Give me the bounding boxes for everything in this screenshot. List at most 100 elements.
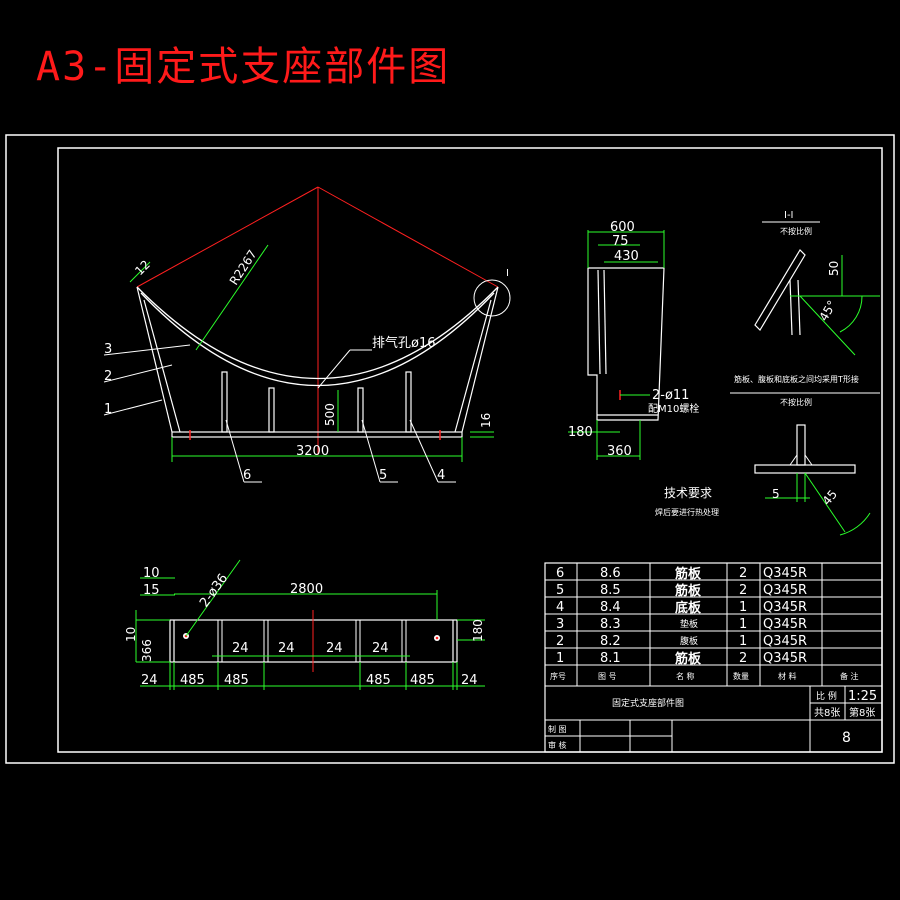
svg-text:筋板: 筋板 [674,583,702,599]
svg-text:1: 1 [739,634,747,649]
scale-value: 1:25 [848,689,877,704]
callout-5: 5 [379,468,387,483]
detail-view: I-I 不按比例 50 45° 筋板、腹板和底板之间均采用T形接 不按比例 5 … [730,210,880,536]
tech-line-1: 焊后要进行热处理 [655,507,719,517]
svg-text:2: 2 [556,634,564,649]
dim-180-plan: 180 [471,619,485,642]
dim-366: 366 [140,639,154,662]
svg-text:筋板: 筋板 [674,651,702,667]
svg-text:8.2: 8.2 [600,634,621,649]
callout-4: 4 [437,468,445,483]
sheet-total: 共8张 [814,707,840,719]
dim-hole-36: 2-ø36 [197,571,231,610]
svg-text:4: 4 [556,600,564,615]
dim-mid-2: 24 [278,641,295,656]
callout-1: 1 [104,402,112,417]
dim-12: 12 [132,257,153,278]
hdr-qty: 数量 [733,671,749,681]
dim-500: 500 [323,403,337,426]
svg-text:Q345R: Q345R [763,634,807,649]
callout-6: 6 [243,468,251,483]
dim-bottom-2: 485 [180,673,205,688]
svg-text:2: 2 [739,651,747,666]
dim-15: 15 [143,583,160,598]
dim-5: 5 [772,487,780,501]
svg-text:Q345R: Q345R [763,651,807,666]
dim-50: 50 [827,261,841,276]
dim-bottom-3: 485 [224,673,249,688]
main-view: I 3200 500 16 R2267 12 排气孔ø16 3 2 1 6 5 … [103,186,511,483]
svg-text:腹板: 腹板 [680,635,698,647]
weld-note: 筋板、腹板和底板之间均采用T形接 [734,374,859,384]
outer-frame [5,134,895,764]
vent-hole-label: 排气孔ø16 [372,335,436,351]
dim-bottom-5: 485 [410,673,435,688]
svg-text:1: 1 [556,651,564,666]
hdr-note: 备 注 [840,671,859,681]
svg-text:8.5: 8.5 [600,583,621,598]
bom-row: 5 8.5 筋板 2 Q345R [556,583,807,599]
svg-text:8.1: 8.1 [600,651,621,666]
svg-text:8.6: 8.6 [600,566,621,581]
dim-600: 600 [610,220,635,235]
dim-mid-4: 24 [372,641,389,656]
dim-3200: 3200 [296,444,329,459]
scale-note-1: 不按比例 [780,226,812,236]
dim-mid-3: 24 [326,641,343,656]
svg-text:3: 3 [556,617,564,632]
dim-10-top: 10 [143,566,160,581]
dim-430: 430 [614,249,639,264]
callout-2: 2 [104,369,112,384]
section-title: I-I [784,210,794,221]
scale-note-2: 不按比例 [780,397,812,407]
hdr-no: 序号 [550,671,566,681]
dim-45-a: 45° [816,298,839,323]
dim-75: 75 [612,234,629,249]
svg-text:2: 2 [739,583,747,598]
title-block: 6 8.6 筋板 2 Q345R 5 8.5 筋板 2 Q345R 4 8.4 … [544,562,883,753]
bolt-note: 配M10螺栓 [648,402,699,415]
svg-text:垫板: 垫板 [680,618,698,630]
svg-text:Q345R: Q345R [763,566,807,581]
svg-text:6: 6 [556,566,564,581]
dim-2800: 2800 [290,582,323,597]
svg-text:5: 5 [556,583,564,598]
dim-bottom-4: 485 [366,673,391,688]
dim-hole-11: 2-ø11 [652,388,689,403]
hdr-name: 名 称 [676,671,695,681]
svg-text:1: 1 [739,600,747,615]
plan-view: 2800 10 15 2-ø36 10 366 180 24 24 24 24 … [124,559,485,690]
svg-text:8.4: 8.4 [600,600,621,615]
callout-3: 3 [104,342,112,357]
bom-row: 1 8.1 筋板 2 Q345R [556,651,807,667]
svg-text:1: 1 [739,617,747,632]
svg-text:筋板: 筋板 [674,566,702,582]
dim-bottom-6: 24 [461,673,478,688]
svg-text:8.3: 8.3 [600,617,621,632]
dim-180: 180 [568,425,593,440]
svg-text:Q345R: Q345R [763,600,807,615]
detail-mark: I [506,268,509,279]
inner-frame [57,147,883,753]
sheet-number: 第8张 [849,706,875,719]
svg-text:Q345R: Q345R [763,583,807,598]
tech-title: 技术要求 [664,486,712,500]
hdr-mat: 材 料 [778,671,797,681]
checked-label: 审 核 [548,740,567,750]
svg-text:2: 2 [739,566,747,581]
dim-mid-1: 24 [232,641,249,656]
dim-45-b: 45 [820,487,841,508]
bom-row: 6 8.6 筋板 2 Q345R [556,566,807,582]
dim-bottom-1: 24 [141,673,158,688]
drawing-title: A3-固定式支座部件图 [36,44,451,90]
drawn-label: 制 图 [548,724,567,734]
dim-10-side: 10 [124,627,138,642]
page-number: 8 [842,730,851,746]
scale-label: 比 例 [816,690,837,702]
bom-row: 4 8.4 底板 1 Q345R [556,600,807,616]
hdr-code: 图 号 [598,672,617,681]
drawing-name: 固定式支座部件图 [612,697,684,709]
bom-row: 3 8.3 垫板 1 Q345R [556,617,807,632]
bom-row: 2 8.2 腹板 1 Q345R [556,634,807,649]
